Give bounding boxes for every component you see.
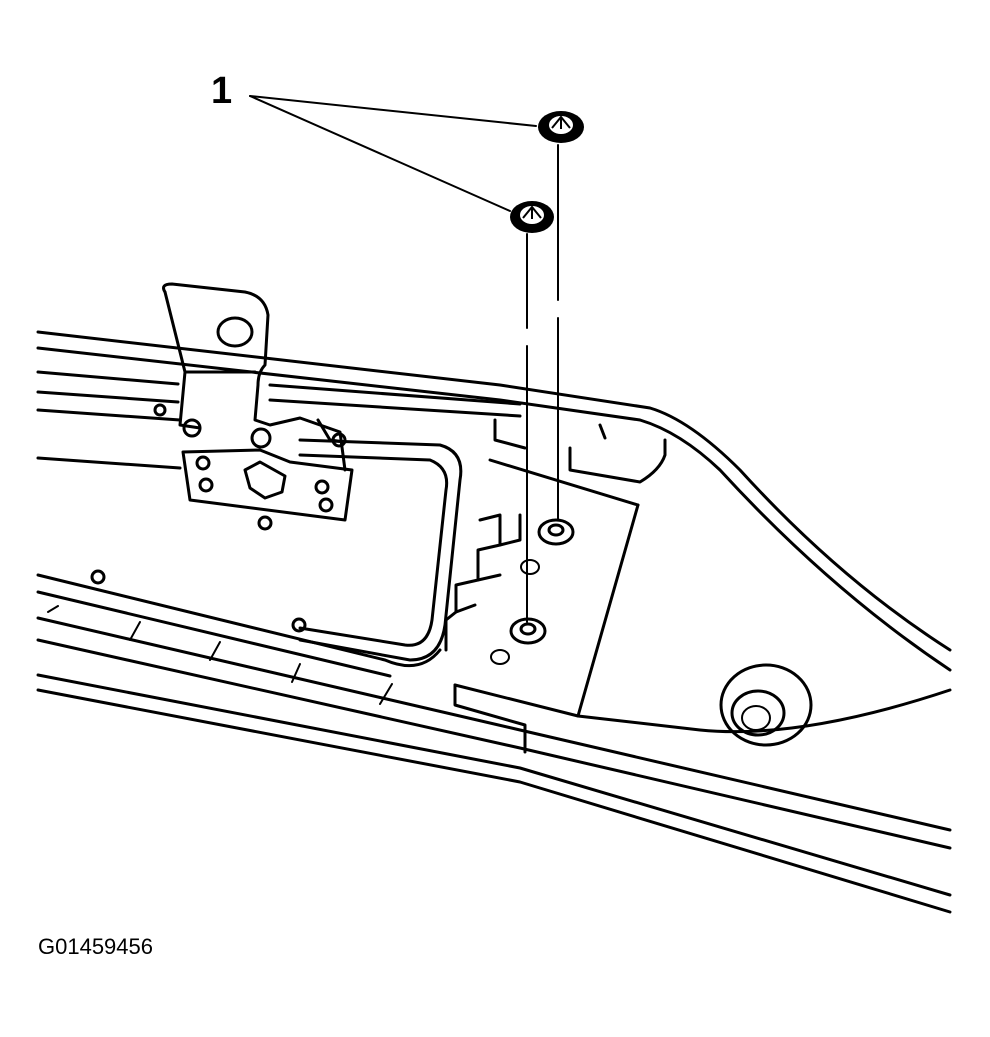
latch-plate (90, 403, 354, 633)
callout-label: 1 (211, 70, 233, 112)
push-pin-retainer-icon (538, 111, 584, 143)
bumper-boss (719, 663, 813, 747)
figure-id: G01459456 (38, 934, 153, 959)
callout-leader-lines (249, 95, 537, 212)
retainer-holes (490, 518, 575, 665)
bumper-body (36, 330, 952, 914)
mounting-bracket (162, 282, 347, 472)
installation-axis-lines (526, 144, 559, 623)
push-pin-retainer-icon (510, 201, 554, 233)
